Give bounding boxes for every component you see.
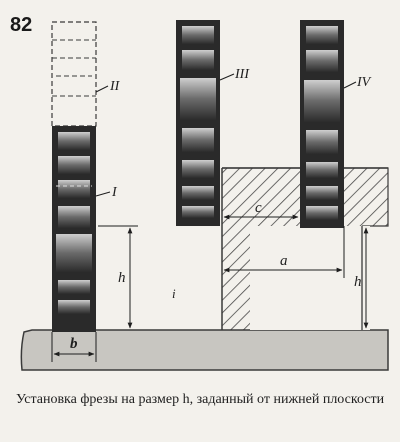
cutter-3 <box>176 20 220 226</box>
label-cutter-1: I <box>111 185 118 200</box>
label-cutter-2: II <box>109 79 121 94</box>
figure-caption: Установка фрезы на размер h, заданный от… <box>16 392 385 407</box>
dimension-i-label: i <box>172 286 176 301</box>
dimension-a-label: a <box>280 253 288 269</box>
dimension-h-right-label: h <box>354 274 362 290</box>
label-cutter-3: III <box>234 67 250 82</box>
dimension-c-label: c <box>255 200 262 216</box>
milling-setup-diagram: I II III IV b h c a h i <box>20 20 389 371</box>
dimension-b-label: b <box>70 336 78 352</box>
cutter-4 <box>300 20 344 228</box>
workpiece-inner-light <box>250 226 370 330</box>
dimension-h-left-label: h <box>118 270 126 286</box>
cutter-2-dashed-outline <box>51 21 97 127</box>
label-cutter-4: IV <box>356 75 372 90</box>
base-table <box>20 329 389 371</box>
workpiece-hatched-lower <box>222 226 250 330</box>
figure-number: 82 <box>10 14 33 36</box>
cutter-1 <box>52 126 96 332</box>
